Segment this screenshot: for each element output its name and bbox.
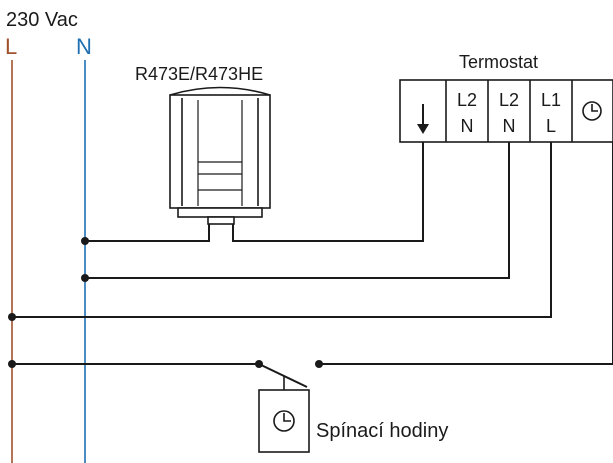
switch-terminal-dot bbox=[255, 360, 263, 368]
terminal-4-top: L1 bbox=[541, 90, 561, 110]
line-label: L bbox=[5, 34, 17, 59]
switch-contact bbox=[258, 363, 308, 388]
down-arrow-icon bbox=[417, 104, 429, 134]
thermostat-title: Termostat bbox=[459, 52, 538, 72]
junction-dot bbox=[81, 237, 89, 245]
timer-label: Spínací hodiny bbox=[316, 420, 448, 442]
actuator-wire-out bbox=[232, 142, 424, 242]
junction-dot bbox=[8, 313, 16, 321]
actuator-icon bbox=[169, 86, 271, 225]
neutral-label: N bbox=[76, 34, 92, 59]
thermostat-clock-wire bbox=[319, 142, 613, 365]
terminal-3-bottom: N bbox=[503, 116, 516, 136]
actuator-label: R473E/R473HE bbox=[135, 64, 263, 84]
thermostat-l-wire bbox=[12, 142, 552, 318]
junction-dot bbox=[8, 360, 16, 368]
terminal-2-top: L2 bbox=[457, 90, 477, 110]
supply-voltage-label: 230 Vac bbox=[6, 9, 78, 31]
clock-icon bbox=[582, 101, 602, 121]
timer-clock-icon bbox=[273, 410, 295, 432]
terminal-2-bottom: N bbox=[461, 116, 474, 136]
terminal-4-bottom: L bbox=[546, 116, 556, 136]
switch-terminal-dot bbox=[315, 360, 323, 368]
thermostat-n-wire bbox=[85, 142, 510, 279]
actuator-wire-n bbox=[85, 224, 210, 242]
terminal-3-top: L2 bbox=[499, 90, 519, 110]
junction-dot bbox=[81, 274, 89, 282]
thermostat-terminal-block bbox=[399, 79, 613, 143]
